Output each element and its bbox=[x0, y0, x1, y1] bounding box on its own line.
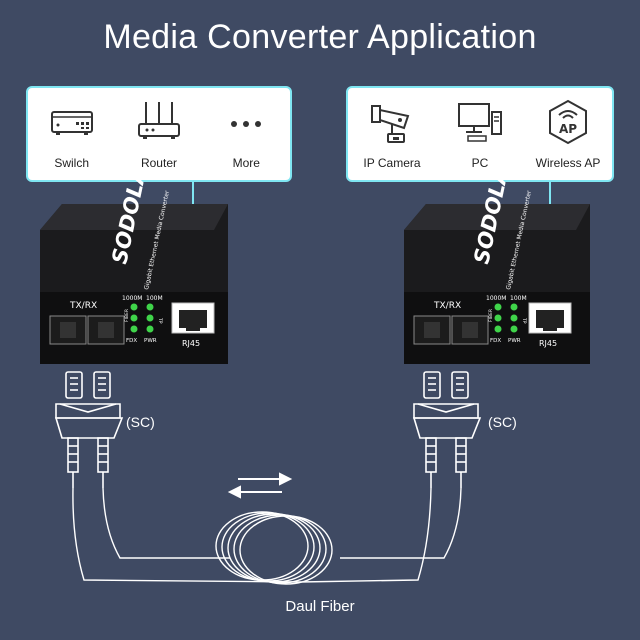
sc-connector-left bbox=[54, 371, 124, 488]
txrx-label: TX/RX bbox=[69, 301, 97, 311]
led-label-fdx: FDX bbox=[490, 338, 501, 344]
ip-camera-icon bbox=[371, 105, 410, 143]
device-label: Swilch bbox=[54, 156, 89, 170]
txrx-label: TX/RX bbox=[433, 301, 461, 311]
led-indicator bbox=[146, 325, 154, 333]
device-label: Router bbox=[140, 156, 177, 170]
led-label-fiber: FIBER bbox=[124, 309, 130, 322]
device-label: PC bbox=[471, 156, 489, 170]
sc-connector-label-left: (SC) bbox=[126, 414, 155, 430]
device-label: IP Camera bbox=[363, 156, 421, 170]
device-pc: PC bbox=[440, 98, 520, 170]
device-wireless-ap: AP Wireless AP bbox=[528, 98, 608, 170]
device-router: Router bbox=[119, 98, 199, 170]
device-more: More bbox=[206, 98, 286, 170]
led-indicator bbox=[146, 303, 154, 311]
rj45-label: RJ45 bbox=[539, 339, 557, 348]
dual-fiber-cable bbox=[72, 487, 462, 585]
bidirectional-arrow-icon bbox=[227, 472, 293, 499]
page-title: Media Converter Application bbox=[103, 18, 537, 56]
led-label-1000m: 1000M bbox=[486, 295, 506, 302]
led-indicator bbox=[494, 303, 502, 311]
led-label-1000m: 1000M bbox=[122, 295, 142, 302]
sc-port-tx bbox=[413, 315, 451, 345]
wireless-ap-icon: AP bbox=[549, 99, 587, 145]
right-device-panel: IP Camera PC AP Wireless AP bbox=[346, 86, 614, 182]
device-switch: Swilch bbox=[32, 98, 112, 170]
sc-connector-right bbox=[412, 371, 482, 488]
media-converter-right: SODOLA Gigabit Ethernet Media Converter … bbox=[404, 165, 590, 364]
led-indicator bbox=[130, 325, 138, 333]
led-label-100m: 100M bbox=[510, 295, 527, 302]
led-indicator bbox=[130, 303, 138, 311]
led-indicator bbox=[494, 325, 502, 333]
led-indicator bbox=[146, 314, 154, 322]
sc-connector-label-right: (SC) bbox=[488, 414, 517, 430]
media-converter-left: SODOLA Gigabit Ethernet Media Converter … bbox=[40, 165, 228, 364]
pc-icon bbox=[458, 103, 502, 142]
device-label: Wireless AP bbox=[535, 156, 601, 170]
led-indicator bbox=[510, 303, 518, 311]
led-label-tp: TP bbox=[521, 317, 527, 324]
left-device-panel: Swilch Router More bbox=[26, 86, 292, 182]
led-indicator bbox=[510, 314, 518, 322]
rj45-label: RJ45 bbox=[182, 339, 200, 348]
led-label-pwr: PWR bbox=[144, 338, 157, 344]
led-indicator bbox=[494, 314, 502, 322]
led-label-fiber: FIBER bbox=[488, 309, 494, 322]
led-label-pwr: PWR bbox=[508, 338, 521, 344]
router-icon bbox=[137, 102, 180, 139]
device-ip-camera: IP Camera bbox=[352, 98, 432, 170]
led-label-fdx: FDX bbox=[126, 338, 137, 344]
svg-text:AP: AP bbox=[559, 122, 577, 136]
more-icon bbox=[231, 121, 262, 127]
led-indicator bbox=[130, 314, 138, 322]
fiber-label: Daul Fiber bbox=[285, 598, 355, 615]
led-label-100m: 100M bbox=[146, 295, 163, 302]
led-indicator bbox=[510, 325, 518, 333]
device-label: More bbox=[232, 156, 260, 170]
led-label-tp: TP bbox=[157, 317, 163, 324]
switch-icon bbox=[50, 111, 93, 135]
